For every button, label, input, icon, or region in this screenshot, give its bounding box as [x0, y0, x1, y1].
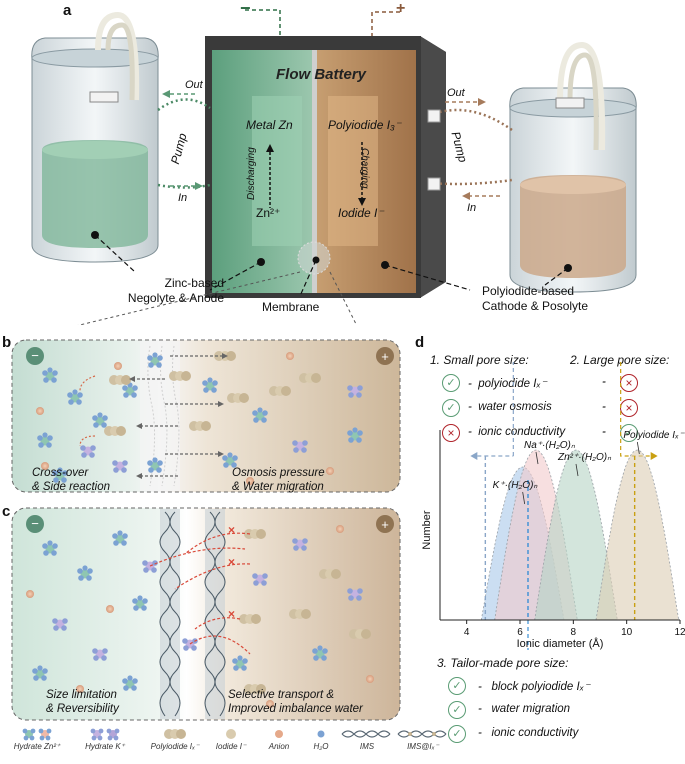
discharging-label: Discharging — [246, 147, 257, 200]
panel-b-illustration: − + — [11, 339, 401, 493]
tailor-row: ✓ - water migration — [448, 701, 678, 723]
legend-item: IMS — [336, 726, 398, 751]
distribution-curve — [534, 449, 618, 621]
legend-item: H₂O — [290, 726, 352, 751]
x-tick-label: 12 — [674, 627, 685, 638]
membrane-strip — [312, 50, 317, 293]
series-label: K⁺·(H₂O)ₙ — [493, 480, 539, 491]
svg-text:×: × — [228, 607, 235, 621]
panel-b-caption-left: Cross-over & Side reaction — [32, 467, 110, 493]
iodide-icon — [226, 729, 236, 739]
cathode-electrode — [328, 96, 378, 246]
negolyte-tank — [31, 11, 159, 263]
property-row: ✓ - water osmosis - × — [442, 399, 672, 421]
legend-item: Hydrate K⁺ — [74, 726, 136, 751]
cathode-top-label: Polyiodide I₃⁻ — [328, 118, 402, 132]
x-tick-label: 10 — [621, 627, 633, 638]
small-pore-heading: 1. Small pore size: — [430, 353, 529, 367]
small-pore-status-icon: × — [442, 424, 460, 442]
left-in-label: In — [178, 192, 188, 204]
negolyte-callout: Zinc-based Negolyte & Anode — [127, 276, 224, 305]
property-label: - ionic conductivity — [468, 426, 566, 438]
anode-top-label: Metal Zn — [246, 118, 293, 132]
small-pore-status-icon: ✓ — [442, 399, 460, 417]
large-pore-bracket — [620, 362, 651, 457]
series-leader — [535, 451, 539, 465]
check-icon: ✓ — [448, 677, 466, 695]
small-pore-status-icon: ✓ — [442, 374, 460, 392]
anion-icon — [275, 730, 283, 738]
charging-label: Charging — [359, 148, 370, 189]
svg-text:−: − — [31, 348, 39, 363]
y-axis-label: Number — [421, 510, 433, 549]
panel-c-caption-left: Size limitation & Reversibility — [46, 689, 119, 715]
property-label: - polyiodide Iₓ⁻ — [468, 378, 547, 390]
membrane-callout: Membrane — [262, 300, 320, 314]
distribution-curve — [595, 449, 680, 621]
panel-a-illustration — [31, 9, 637, 325]
legend-item: IMS@Iₓ⁻ — [392, 726, 454, 751]
property-row: × - ionic conductivity - ✓ — [442, 424, 672, 446]
posolyte-tank — [509, 41, 637, 293]
panel-b-caption-right: Osmosis pressure & Water migration — [232, 467, 325, 493]
hydrate-zn-icon — [22, 728, 52, 741]
panel-label-d: d — [415, 334, 425, 351]
ims-icon — [341, 730, 391, 738]
panel-label-a: a — [63, 2, 72, 19]
check-icon: ✓ — [448, 701, 466, 719]
posolyte-callout: Polyiodide-based Cathode & Posolyte — [482, 284, 589, 313]
legend-item: Iodide I⁻ — [200, 726, 262, 751]
ims-iodine-icon — [397, 730, 447, 738]
series-leader — [636, 441, 640, 455]
series-label: Zn²⁺·(H₂O)ₙ — [557, 452, 612, 463]
polyiodide-icon — [164, 729, 186, 739]
property-label: - water osmosis — [468, 401, 552, 413]
series-label: Na⁺·(H₂O)ₙ — [524, 440, 576, 451]
small-pore-arrow — [470, 452, 478, 460]
lead-minus-sign: − — [240, 0, 251, 18]
panel-label-b: b — [2, 334, 12, 351]
svg-text:×: × — [228, 555, 235, 569]
x-axis-label: Ionic diameter (Å) — [517, 637, 604, 650]
panel-c-caption-right: Selective transport & Improved imbalance… — [228, 689, 363, 715]
series-label: Polyiodide Iₓ⁻ — [623, 430, 685, 441]
svg-text:−: − — [31, 516, 39, 531]
x-tick-label: 6 — [517, 627, 523, 638]
anode-bottom-label: Zn²⁺ — [256, 206, 281, 220]
hydrate-k-icon — [90, 728, 120, 741]
lead-plus-sign: + — [396, 0, 406, 17]
battery-title: Flow Battery — [276, 66, 367, 83]
positive-lead — [371, 11, 400, 40]
svg-text:+: + — [381, 349, 389, 364]
water-icon — [317, 730, 325, 738]
right-in-label: In — [467, 202, 477, 214]
left-out-label: Out — [185, 79, 203, 91]
svg-text:+: + — [381, 517, 389, 532]
ionic-diameter-chart: 4 6 8 10 12 Number Ionic diameter (Å) K⁺·(H₂… — [421, 362, 685, 650]
tailor-row: ✓ - block polyiodide Iₓ⁻ — [448, 677, 678, 699]
panel-c-illustration: − + × × × — [11, 507, 401, 721]
series-leader — [575, 463, 579, 477]
x-tick-label: 8 — [571, 627, 577, 638]
small-pore-bracket — [477, 362, 514, 457]
anode-electrode — [252, 96, 302, 246]
legend-item: Hydrate Zn²⁺ — [6, 726, 68, 751]
series-leader — [522, 491, 526, 505]
cathode-bottom-label: Iodide I⁻ — [338, 206, 384, 220]
negative-lead — [245, 9, 281, 38]
check-icon: ✓ — [448, 725, 466, 743]
battery-right-face — [420, 36, 446, 298]
x-tick-label: 4 — [464, 627, 470, 638]
svg-text:×: × — [228, 523, 235, 537]
legend: Hydrate Zn²⁺ Hydrate K⁺ Polyiodide Iₓ⁻ I… — [0, 726, 685, 764]
large-pore-arrow — [650, 452, 658, 460]
right-out-label: Out — [447, 87, 465, 99]
tailor-row: ✓ - ionic conductivity — [448, 725, 678, 747]
large-pore-heading: 2. Large pore size: — [570, 353, 670, 367]
panel-label-c: c — [2, 503, 11, 520]
legend-item: Anion — [248, 726, 310, 751]
tailor-pore-heading: 3. Tailor-made pore size: — [437, 656, 569, 670]
legend-item: Polyiodide Iₓ⁻ — [144, 726, 206, 751]
